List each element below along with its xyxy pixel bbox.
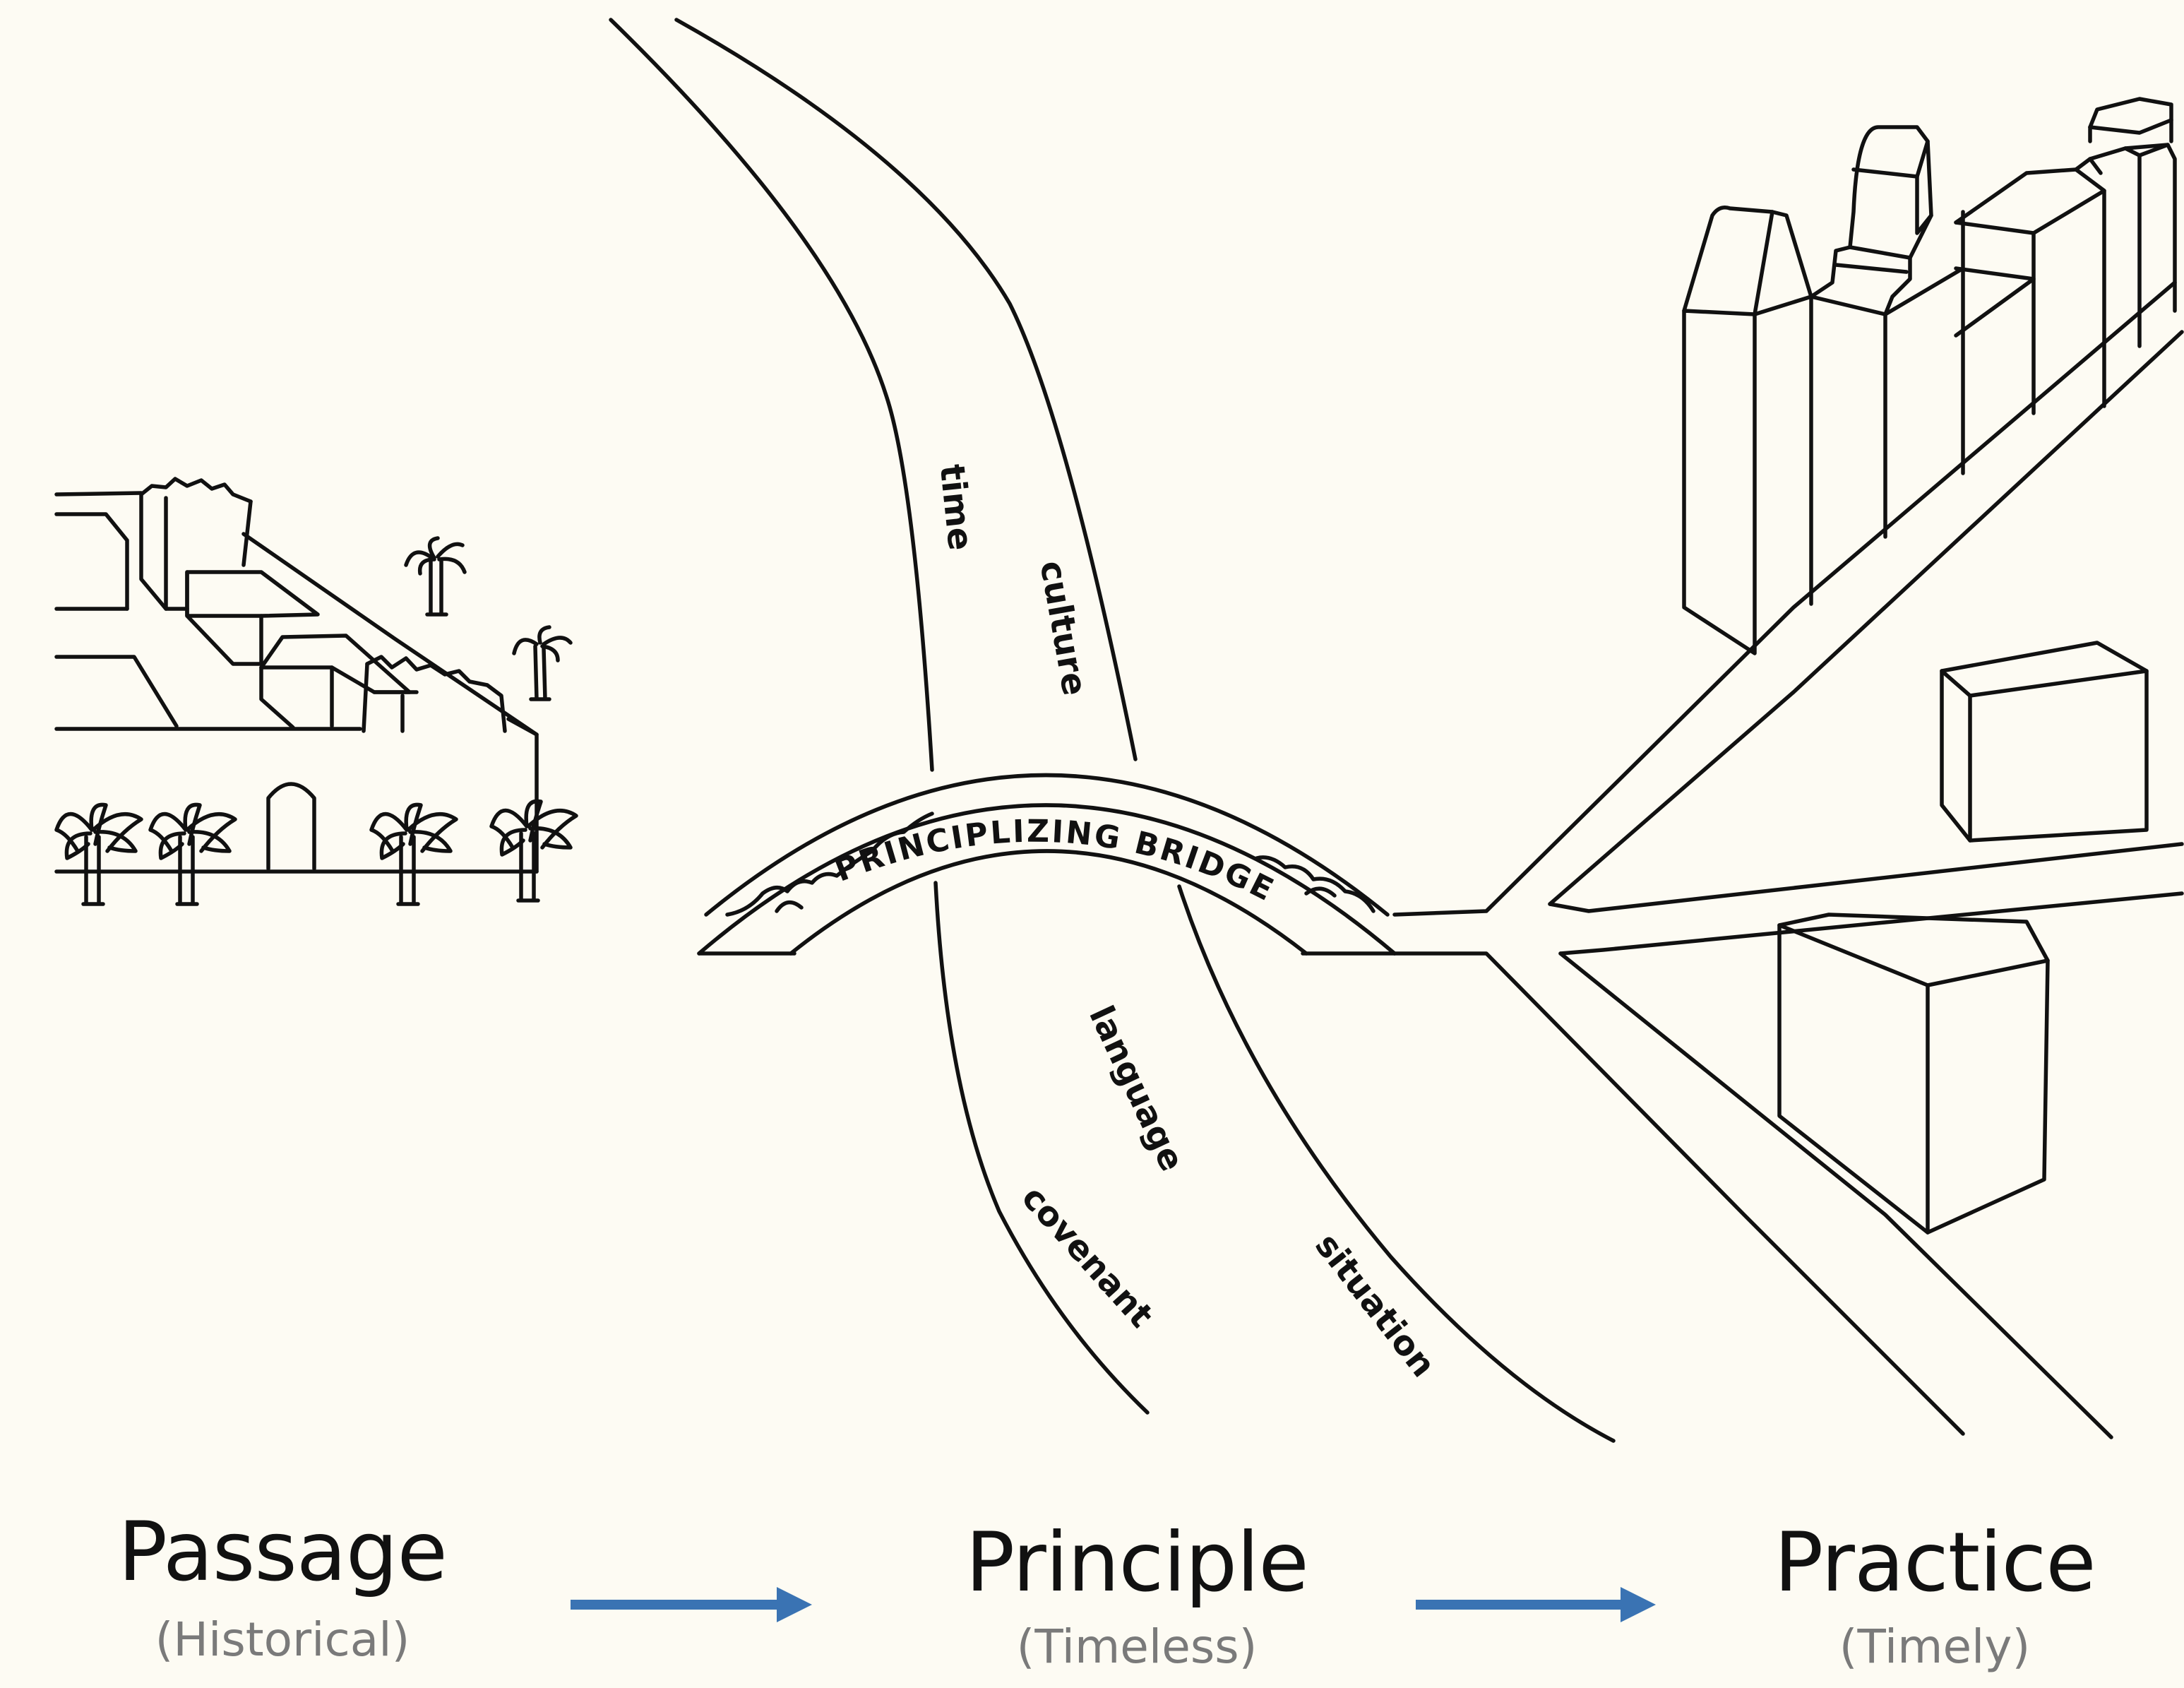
arrow-principle-to-practice [1416, 1587, 1656, 1622]
step-subtitle: (Timeless) [1016, 1619, 1258, 1674]
step-title: Principle [965, 1515, 1309, 1610]
step-title: Passage [118, 1504, 448, 1600]
river-word-culture: culture [1032, 558, 1094, 699]
river-words: time culture language covenant situation [932, 463, 1443, 1385]
arrow-passage-to-principle [571, 1587, 812, 1622]
ancient-city-illustration [54, 477, 578, 906]
river-word-language: language [1081, 1000, 1192, 1177]
river-word-covenant: covenant [1014, 1178, 1161, 1335]
modern-city-illustration [1392, 97, 2184, 1439]
step-subtitle: (Timely) [1839, 1619, 2031, 1674]
principlizing-bridge: PRINCIPLIZING BRIDGE [697, 773, 1397, 956]
step-title: Practice [1774, 1515, 2096, 1610]
river-word-time: time [932, 463, 980, 552]
river-word-situation: situation [1307, 1226, 1443, 1384]
river [609, 18, 1616, 1443]
step-subtitle: (Historical) [155, 1612, 410, 1667]
